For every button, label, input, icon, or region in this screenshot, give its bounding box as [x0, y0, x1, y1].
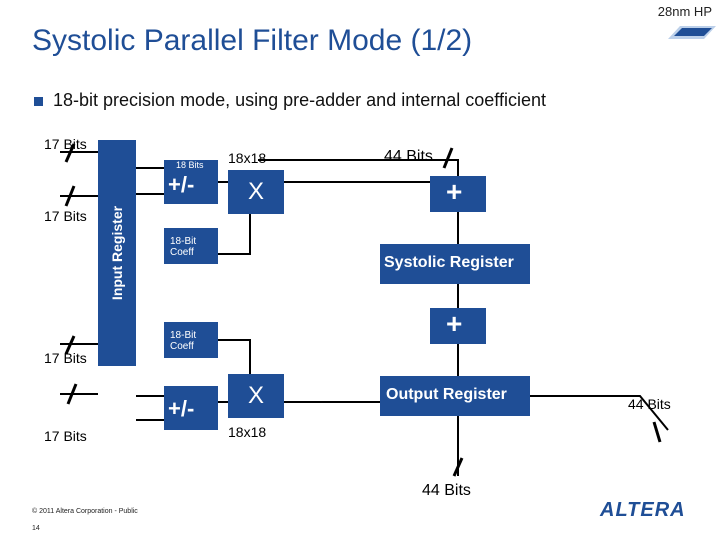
- input-register-block: [98, 140, 136, 366]
- mult-top-symbol: X: [248, 178, 265, 205]
- mult-bottom-symbol: X: [248, 382, 265, 409]
- mult-top-block: [228, 170, 284, 214]
- input-width-label-3: 17 Bits: [44, 350, 87, 366]
- bullet-item: 18-bit precision mode, using pre-adder a…: [34, 90, 546, 111]
- input-width-label-1: 17 Bits: [44, 136, 87, 152]
- systolic-register-label: Systolic Register: [384, 254, 514, 271]
- copyright-footer: © 2011 Altera Corporation - Public: [32, 508, 138, 515]
- input-register-label: Input Register: [109, 205, 125, 301]
- coeff-bottom-label: 18-Bit Coeff: [170, 330, 196, 352]
- preadder-top-symbol: +/-: [168, 172, 195, 197]
- coeff-top-line1: 18-Bit: [170, 236, 197, 247]
- adder-top-symbol: +: [446, 176, 463, 207]
- corner-tag: 28nm HP: [657, 4, 712, 19]
- preadder-bottom-symbol: +/-: [168, 396, 195, 421]
- output-register-label: Output Register: [386, 386, 507, 403]
- page-number: 14: [32, 525, 40, 532]
- svg-text:ALTERA: ALTERA: [599, 499, 686, 520]
- adder-bottom-block: [430, 308, 486, 344]
- bottom-bus-width: 44 Bits: [422, 482, 471, 499]
- input-width-label-4: 17 Bits: [44, 428, 87, 444]
- mult-bottom-block: [228, 374, 284, 418]
- top-bus-width: 44 Bits: [384, 148, 433, 165]
- output-width-label: 44 Bits: [628, 396, 671, 412]
- stratix-v-logo: [664, 22, 718, 47]
- systolic-register-block: [380, 244, 530, 284]
- coeff-bottom-line1: 18-Bit: [170, 330, 197, 341]
- preadder-top-width: 18 Bits: [176, 160, 204, 170]
- preadder-bottom-block: [164, 386, 218, 430]
- bullet-text: 18-bit precision mode, using pre-adder a…: [53, 90, 546, 110]
- coeff-bottom-line2: Coeff: [170, 341, 194, 352]
- adder-bottom-symbol: +: [446, 308, 463, 339]
- coeff-top-label: 18-Bit Coeff: [170, 236, 196, 258]
- page-title: Systolic Parallel Filter Mode (1/2): [32, 24, 473, 57]
- altera-logo: ALTERA: [598, 498, 690, 525]
- bullet-square-icon: [34, 96, 43, 106]
- coeff-top-block: [164, 228, 218, 264]
- preadder-bottom-width: 18 Bits: [176, 374, 204, 384]
- coeff-top-line2: Coeff: [170, 247, 194, 258]
- mult-top-width: 18x18: [228, 150, 267, 166]
- mult-bottom-width: 18x18: [228, 424, 267, 440]
- adder-top-block: [430, 176, 486, 212]
- input-register-label-wrap: Input Register: [98, 140, 136, 366]
- input-width-label-2: 17 Bits: [44, 208, 87, 224]
- output-register-block: [380, 376, 530, 416]
- coeff-bottom-block: [164, 322, 218, 358]
- preadder-top-block: [164, 160, 218, 204]
